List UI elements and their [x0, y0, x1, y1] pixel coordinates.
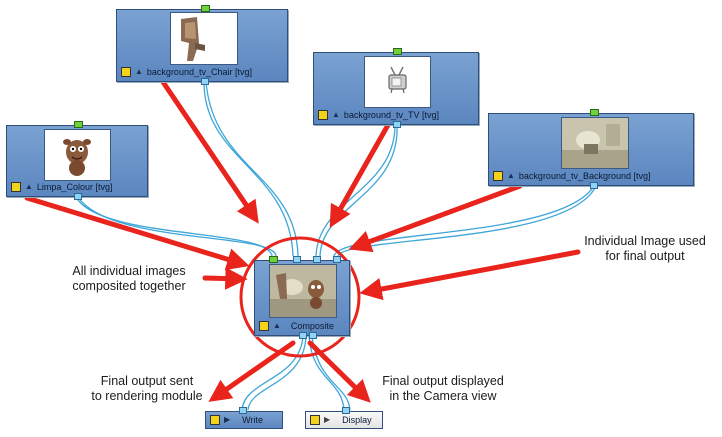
background-thumbnail-icon: [562, 118, 628, 168]
enable-toggle-icon[interactable]: [259, 321, 269, 331]
arrow-individual: [359, 249, 581, 301]
thumbnail-background: [561, 117, 629, 169]
node-write[interactable]: ▶ Write: [205, 407, 283, 429]
input-port[interactable]: [74, 121, 83, 128]
annotation-line: composited together: [72, 279, 186, 293]
arrow-tv: [329, 122, 391, 228]
node-label: Write: [242, 415, 263, 425]
enable-toggle-icon[interactable]: [11, 182, 21, 192]
node-label: Display: [342, 415, 372, 425]
thumbnail-composite: [269, 264, 337, 318]
node-label: background_tv_Background [tvg]: [518, 171, 651, 181]
annotation-line: Final output displayed: [382, 374, 504, 388]
node-display[interactable]: ▶ Display: [305, 407, 383, 429]
input-port[interactable]: [393, 48, 402, 55]
collapse-triangle-icon[interactable]: ▲: [135, 67, 143, 76]
limpa-thumbnail-icon: [45, 130, 110, 180]
collapse-triangle-icon[interactable]: ▲: [332, 110, 340, 119]
annotation-line: for final output: [605, 249, 685, 263]
input-port[interactable]: [342, 407, 350, 414]
collapse-triangle-icon[interactable]: ▲: [25, 182, 33, 191]
wire-chair-composite-2: [205, 81, 299, 257]
tv-thumbnail-icon: [365, 57, 430, 107]
annotation-line: to rendering module: [91, 389, 203, 403]
annotation-line: Final output sent: [100, 374, 194, 388]
node-footer: ▲ Composite: [259, 320, 345, 332]
enable-toggle-icon[interactable]: [121, 67, 131, 77]
arrow-display: [307, 340, 371, 403]
arrow-all-images: [202, 267, 248, 290]
collapse-triangle-icon[interactable]: ▲: [273, 321, 281, 330]
composite-highlight-circle: [239, 236, 361, 358]
wire-composite-display: [308, 335, 345, 411]
annotation-line: All individual images: [72, 264, 186, 278]
play-triangle-icon[interactable]: ▶: [224, 415, 231, 424]
wire-composite-write-2: [247, 335, 307, 411]
input-port[interactable]: [590, 109, 599, 116]
enable-toggle-icon[interactable]: [318, 110, 328, 120]
composite-thumbnail-icon: [270, 265, 336, 317]
thumbnail-chair: [170, 12, 238, 65]
output-port[interactable]: [393, 121, 401, 128]
output-port[interactable]: [590, 182, 598, 189]
annotation-all-images: All individual images composited togethe…: [54, 264, 204, 294]
wire-chair-composite: [203, 81, 294, 257]
annotation-line: in the Camera view: [389, 389, 497, 403]
enable-toggle-icon[interactable]: [210, 415, 220, 425]
output-port-1[interactable]: [299, 332, 307, 339]
wire-tv-composite: [315, 124, 396, 257]
chair-thumbnail-icon: [171, 13, 237, 64]
node-footer: ▲ background_tv_Background [tvg]: [493, 170, 689, 182]
node-footer: ▲ background_tv_Chair [tvg]: [121, 66, 283, 78]
arrow-bg: [348, 183, 523, 253]
output-port-2[interactable]: [309, 332, 317, 339]
collapse-triangle-icon[interactable]: ▲: [507, 171, 515, 180]
node-footer: ▲ Limpa_Colour [tvg]: [11, 181, 143, 193]
enable-toggle-icon[interactable]: [310, 415, 320, 425]
output-port[interactable]: [74, 193, 82, 200]
play-triangle-icon[interactable]: ▶: [324, 415, 331, 424]
node-background-tv-tv[interactable]: ▲ background_tv_TV [tvg]: [313, 48, 479, 128]
node-footer: ▲ background_tv_TV [tvg]: [318, 109, 474, 121]
annotation-individual-image: Individual Image used for final output: [570, 234, 720, 264]
input-port[interactable]: [239, 407, 247, 414]
node-label: Composite: [290, 321, 334, 331]
input-port[interactable]: [201, 5, 210, 12]
node-label: background_tv_Chair [tvg]: [146, 67, 252, 77]
wire-composite-write: [241, 335, 304, 411]
annotation-line: Individual Image used: [584, 234, 706, 248]
arrow-limpa: [24, 195, 250, 271]
input-port-3[interactable]: [313, 256, 321, 263]
node-background-tv-background[interactable]: ▲ background_tv_Background [tvg]: [488, 109, 694, 189]
output-port[interactable]: [201, 78, 209, 85]
annotation-final-displayed: Final output displayed in the Camera vie…: [363, 374, 523, 404]
enable-toggle-icon[interactable]: [493, 171, 503, 181]
node-label: Limpa_Colour [tvg]: [36, 182, 113, 192]
thumbnail-limpa: [44, 129, 111, 181]
annotation-final-sent: Final output sent to rendering module: [72, 374, 222, 404]
node-label: background_tv_TV [tvg]: [343, 110, 439, 120]
input-port-4[interactable]: [333, 256, 341, 263]
node-composite[interactable]: ▲ Composite: [254, 256, 350, 339]
wire-tv-composite-2: [319, 124, 398, 257]
arrow-chair: [160, 79, 259, 224]
wire-bg-composite: [333, 185, 595, 257]
input-port-1[interactable]: [269, 256, 278, 263]
arrow-write: [208, 340, 296, 402]
input-port-2[interactable]: [293, 256, 301, 263]
node-background-tv-chair[interactable]: ▲ background_tv_Chair [tvg]: [116, 5, 288, 85]
thumbnail-tv: [364, 56, 431, 108]
wire-limpa-composite: [75, 196, 273, 257]
node-limpa-colour[interactable]: ▲ Limpa_Colour [tvg]: [6, 121, 148, 200]
wire-bg-composite-2: [337, 185, 597, 257]
